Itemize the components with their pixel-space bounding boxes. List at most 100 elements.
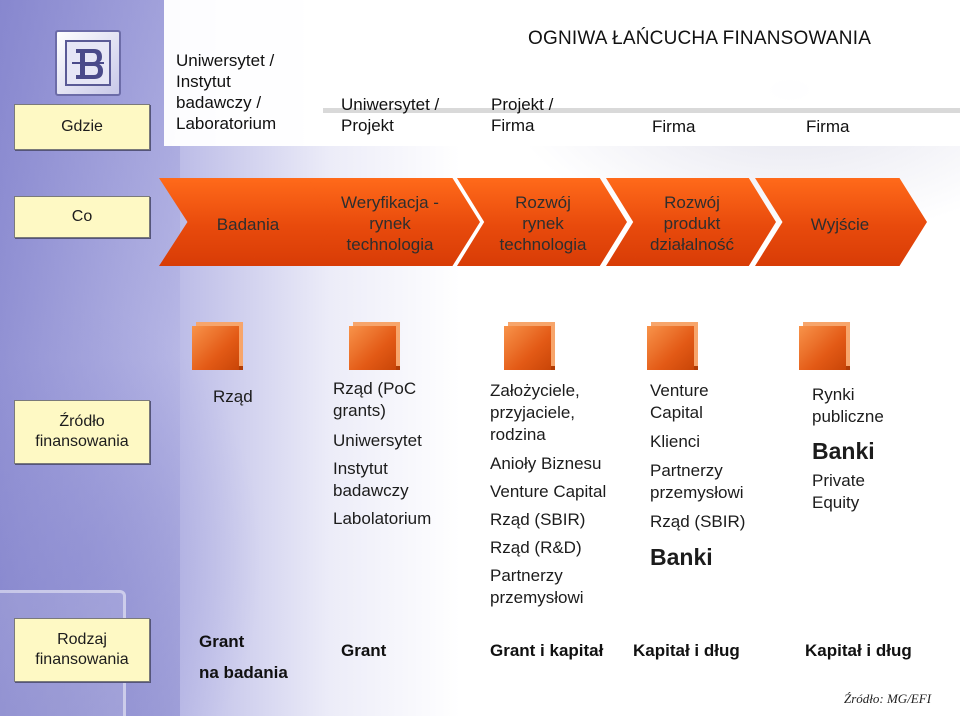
source-item: Instytut (333, 459, 388, 478)
row-label-type-line: finansowania (35, 651, 129, 668)
source-item: przemysłowi (490, 588, 584, 607)
source-item: Venture Capital (490, 482, 607, 501)
orange-cube-icon (192, 326, 239, 370)
where-line: Firma (491, 116, 535, 135)
orange-cube-icon (504, 326, 551, 370)
stage-arrow-5 (755, 178, 927, 266)
where-column-4: Firma (652, 116, 695, 137)
type-item: Kapitał i dług (633, 641, 740, 660)
source-item: Klienci (650, 432, 701, 451)
stage-label-line: rynek (369, 214, 411, 233)
type-item: Grant (341, 641, 387, 660)
university-logo-icon (55, 30, 121, 96)
source-item: Rząd (SBIR) (490, 510, 586, 529)
stage-arrow-1 (159, 178, 337, 266)
type-item: Grant (199, 632, 245, 651)
header-divider (323, 108, 960, 113)
orange-cube-icon (647, 326, 694, 370)
type-column-4: Kapitał i dług (633, 641, 740, 661)
source-note: Źródło: MG/EFI (844, 691, 932, 706)
row-label-what: Co (14, 196, 150, 238)
stage-label-line: rynek (522, 214, 564, 233)
type-column-3: Grant i kapitał (490, 641, 603, 661)
source-item-emphasis: Banki (812, 438, 875, 464)
stage-label-line: produkt (663, 214, 721, 233)
type-column-1: Grant na badania (199, 626, 288, 688)
row-label-source-line: Źródło (59, 413, 105, 430)
source-item: Equity (812, 493, 860, 512)
where-column-5: Firma (806, 116, 849, 137)
source-item: Uniwersytet (333, 431, 422, 450)
row-label-what-text: Co (71, 208, 93, 225)
type-item: na badania (199, 663, 288, 682)
where-column-3: Projekt / Firma (491, 94, 553, 136)
type-column-2: Grant (341, 641, 386, 661)
source-item: Partnerzy (490, 566, 563, 585)
where-line: Uniwersytet / (176, 51, 275, 70)
source-item: Rząd (PoC (333, 379, 417, 398)
where-line: Firma (652, 117, 696, 136)
orange-cube-icon (349, 326, 396, 370)
stage-label-line: działalność (649, 235, 735, 254)
source-item: Labolatorium (333, 509, 432, 528)
header-band (164, 0, 960, 146)
stage-arrow-4 (606, 178, 776, 266)
stage-label-line: Badania (216, 215, 280, 234)
where-line: badawczy / (176, 93, 262, 112)
stage-arrow-2 (308, 178, 480, 266)
source-item: Rząd (213, 387, 253, 406)
type-column-5: Kapitał i dług (805, 641, 912, 661)
source-item: Venture (650, 381, 709, 400)
page-title: OGNIWA ŁAŃCUCHA FINANSOWANIA (528, 28, 872, 49)
source-item: Private (812, 471, 865, 490)
source-item: Anioły Biznesu (490, 454, 602, 473)
source-item: rodzina (490, 425, 546, 444)
source-item: Rząd (R&D) (490, 538, 582, 557)
stage-label-2: Weryfikacja - rynek technologia (325, 192, 455, 255)
stage-label-3: Rozwój rynek technologia (478, 192, 608, 255)
where-line: Projekt (341, 116, 394, 135)
orange-cube-icon (799, 326, 846, 370)
row-label-type-line: Rodzaj (57, 631, 107, 648)
row-label-where-text: Gdzie (61, 118, 103, 135)
type-item: Grant i kapitał (490, 641, 604, 660)
source-column-4: Venture Capital Klienci Partnerzy przemy… (650, 380, 745, 572)
where-line: Laboratorium (176, 114, 277, 133)
stage-label-line: Weryfikacja - (341, 193, 439, 212)
stage-label-line: Wyjście (810, 215, 870, 234)
source-item: badawczy (333, 481, 409, 500)
row-label-type: Rodzaj finansowania (14, 618, 150, 682)
where-line: Projekt / (491, 95, 554, 114)
stage-label-line: Rozwój (664, 193, 720, 212)
source-item: Założyciele, (490, 381, 580, 400)
source-item: przemysłowi (650, 483, 744, 502)
source-item: Rynki (812, 385, 855, 404)
where-line: Instytut (176, 72, 231, 91)
source-item-emphasis: Banki (650, 544, 713, 570)
row-label-source: Źródło finansowania (14, 400, 150, 464)
source-column-3: Założyciele, przyjaciele, rodzina Anioły… (490, 380, 606, 609)
row-label-where: Gdzie (14, 104, 150, 150)
stage-label-line: Rozwój (515, 193, 571, 212)
source-item: publiczne (812, 407, 884, 426)
where-line: Uniwersytet / (341, 95, 440, 114)
source-item: Rząd (SBIR) (650, 512, 746, 531)
where-column-1: Uniwersytet / Instytut badawczy / Labora… (176, 50, 276, 134)
stage-label-1: Badania (208, 214, 288, 235)
source-item: Capital (650, 403, 703, 422)
stage-label-line: technologia (499, 235, 587, 254)
source-column-5: Rynki publiczne Banki Private Equity (812, 384, 884, 514)
stage-label-5: Wyjście (790, 214, 890, 235)
where-line: Firma (806, 117, 850, 136)
where-column-2: Uniwersytet / Projekt (341, 94, 439, 136)
stage-label-line: technologia (346, 235, 434, 254)
source-column-1: Rząd (213, 385, 253, 409)
type-item: Kapitał i dług (805, 641, 912, 660)
source-item: przyjaciele, (490, 403, 576, 422)
source-column-2: Rząd (PoC grants) Uniwersytet Instytut b… (333, 378, 431, 530)
source-item: grants) (333, 401, 386, 420)
stage-label-4: Rozwój produkt działalność (627, 192, 757, 255)
source-item: Partnerzy (650, 461, 723, 480)
stage-arrow-3 (457, 178, 627, 266)
row-label-source-line: finansowania (35, 433, 129, 450)
